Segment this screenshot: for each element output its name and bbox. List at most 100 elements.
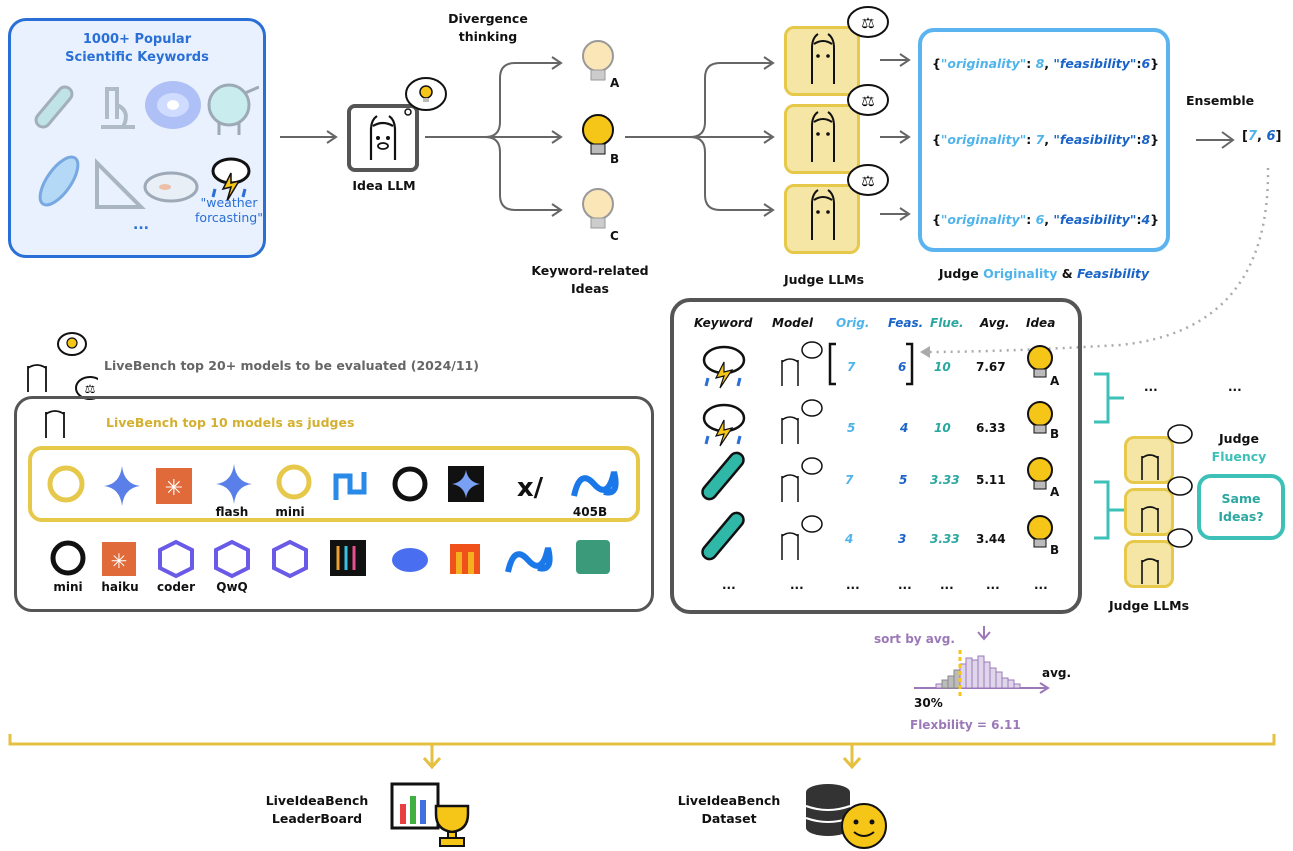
score-orig-value: 7	[1035, 132, 1045, 147]
svg-text:✳: ✳	[165, 476, 183, 501]
flexibility-label: Flexbility = 6.11	[910, 718, 1021, 732]
ensemble-comma: ,	[1257, 129, 1267, 144]
header-avg: Avg.	[980, 316, 1010, 330]
row-flue: 10	[934, 421, 951, 435]
judge-llm-box	[784, 26, 860, 96]
dataset-icon	[805, 784, 887, 849]
histogram-axis-label: avg.	[1042, 666, 1072, 680]
row-brackets	[828, 342, 914, 386]
qwen-qwq-icon	[214, 539, 250, 579]
score-line: {"originality": 8, "feasibility":6}	[932, 56, 1160, 71]
row-avg: 7.67	[976, 360, 1006, 374]
ensemble-open: [	[1242, 129, 1248, 144]
fluency-judge-box	[1124, 436, 1174, 484]
judge-models-box	[28, 446, 640, 522]
idea-bulb-icons	[1027, 345, 1053, 548]
score-orig-key: "originality"	[940, 56, 1027, 71]
openai-mini-icon	[276, 464, 312, 500]
score-line: {"originality": 6, "feasibility":4}	[932, 212, 1160, 227]
header-idea: Idea	[1026, 316, 1056, 330]
livebench-top10-label: LiveBench top 10 models as judges	[106, 415, 355, 430]
claude-haiku-icon: ✳	[102, 542, 136, 576]
row-idea: A	[1050, 374, 1060, 388]
model-llama-icons	[781, 341, 823, 560]
ensemble-close: ]	[1275, 129, 1282, 144]
row-feas: 3	[898, 532, 907, 546]
svg-text:x/: x/	[517, 473, 544, 503]
qwen-coder-icon	[158, 539, 194, 579]
same-ideas-line1: Same	[1221, 491, 1261, 506]
judge-logo-label: mini	[275, 505, 305, 519]
header-feas: Feas.	[888, 316, 924, 330]
ideas-caption: Keyword-related Ideas	[520, 262, 660, 298]
histogram	[914, 626, 1050, 698]
down-arrow-icon	[977, 626, 991, 641]
divergence-line1: Divergence	[448, 11, 528, 26]
keyword-example: "weather forcasting"	[189, 195, 269, 225]
trophy-icon	[434, 804, 470, 847]
divergence-label: Divergence thinking	[428, 10, 548, 46]
header-keyword: Keyword	[694, 316, 753, 330]
database-icon	[805, 784, 851, 836]
dataset-label: LiveIdeaBench Dataset	[664, 792, 794, 828]
keywords-ellipsis: ...	[133, 217, 149, 233]
table-ellipsis: ...	[790, 578, 804, 592]
idea-letter-a: A	[610, 76, 620, 90]
fluency-ellipsis: ...	[1144, 380, 1158, 394]
table-ellipsis: ...	[986, 578, 1000, 592]
storm-cloud-icon	[702, 403, 746, 447]
dataset-line2: Dataset	[701, 811, 757, 826]
bottom-bracket	[8, 734, 1276, 770]
judge-logo-label: flash	[215, 505, 249, 519]
claude-icon: ✳	[156, 468, 192, 504]
row-orig: 4	[845, 532, 854, 546]
leaderboard-line2: LeaderBoard	[271, 811, 363, 826]
row-feas: 6	[898, 360, 907, 374]
judge-caption-prefix: Judge	[938, 266, 984, 281]
idea-thought-bubble	[404, 77, 447, 116]
keyword-icons	[34, 81, 259, 209]
dataset-line1: LiveIdeaBench	[677, 793, 781, 808]
xai-icon: x/	[517, 473, 544, 503]
leaderboard-label: LiveIdeaBench LeaderBoard	[252, 792, 382, 828]
score-line: {"originality": 7, "feasibility":8}	[932, 132, 1160, 147]
table-row-icons	[701, 341, 1053, 561]
row-feas: 4	[900, 421, 909, 435]
score-orig-value: 8	[1035, 56, 1045, 71]
galaxy-icon	[145, 81, 201, 129]
teal-brackets	[1094, 372, 1124, 540]
fluency-judge-box	[1124, 488, 1174, 536]
model-logo-label: haiku	[101, 580, 139, 594]
keyword-example-line1: "weather	[200, 195, 258, 210]
judge-llms-label: Judge LLMs	[783, 272, 865, 287]
openai-black-icon	[392, 466, 428, 502]
idea-llm-box	[347, 104, 419, 172]
bulb-a-icon	[582, 40, 614, 81]
model-logo-label: QwQ	[216, 580, 248, 594]
score-feas-key: "feasibility"	[1053, 132, 1137, 147]
score-orig-key: "originality"	[940, 132, 1027, 147]
same-ideas-box: Same Ideas?	[1197, 474, 1285, 540]
qwen-icon	[272, 539, 308, 579]
gemini-icon	[104, 466, 140, 506]
arrow-to-judge-1	[625, 62, 772, 138]
svg-text:⚖: ⚖	[85, 382, 96, 396]
row-avg: 3.44	[976, 532, 1006, 546]
judge-llm-box	[784, 104, 860, 174]
ideas-caption-line2: Ideas	[571, 281, 609, 296]
judge-fluency-line2: Fluency	[1211, 449, 1267, 464]
keywords-title-line1: 1000+ Popular	[82, 32, 192, 47]
header-orig: Orig.	[836, 316, 870, 330]
keywords-title-line2: Scientific Keywords	[65, 50, 209, 65]
model-logos: ✳	[50, 539, 610, 579]
table-ellipsis: ...	[1034, 578, 1048, 592]
idea-llm-label: Idea LLM	[352, 178, 416, 193]
histogram-percent: 30%	[914, 696, 943, 710]
score-feas-value: 6	[1141, 56, 1151, 71]
petri-dish-icon	[143, 171, 199, 203]
svg-text:⚖: ⚖	[861, 14, 874, 32]
fluency-ellipsis: ...	[1228, 380, 1242, 394]
header-flue: Flue.	[930, 316, 964, 330]
fluency-judge-box	[1124, 540, 1174, 588]
